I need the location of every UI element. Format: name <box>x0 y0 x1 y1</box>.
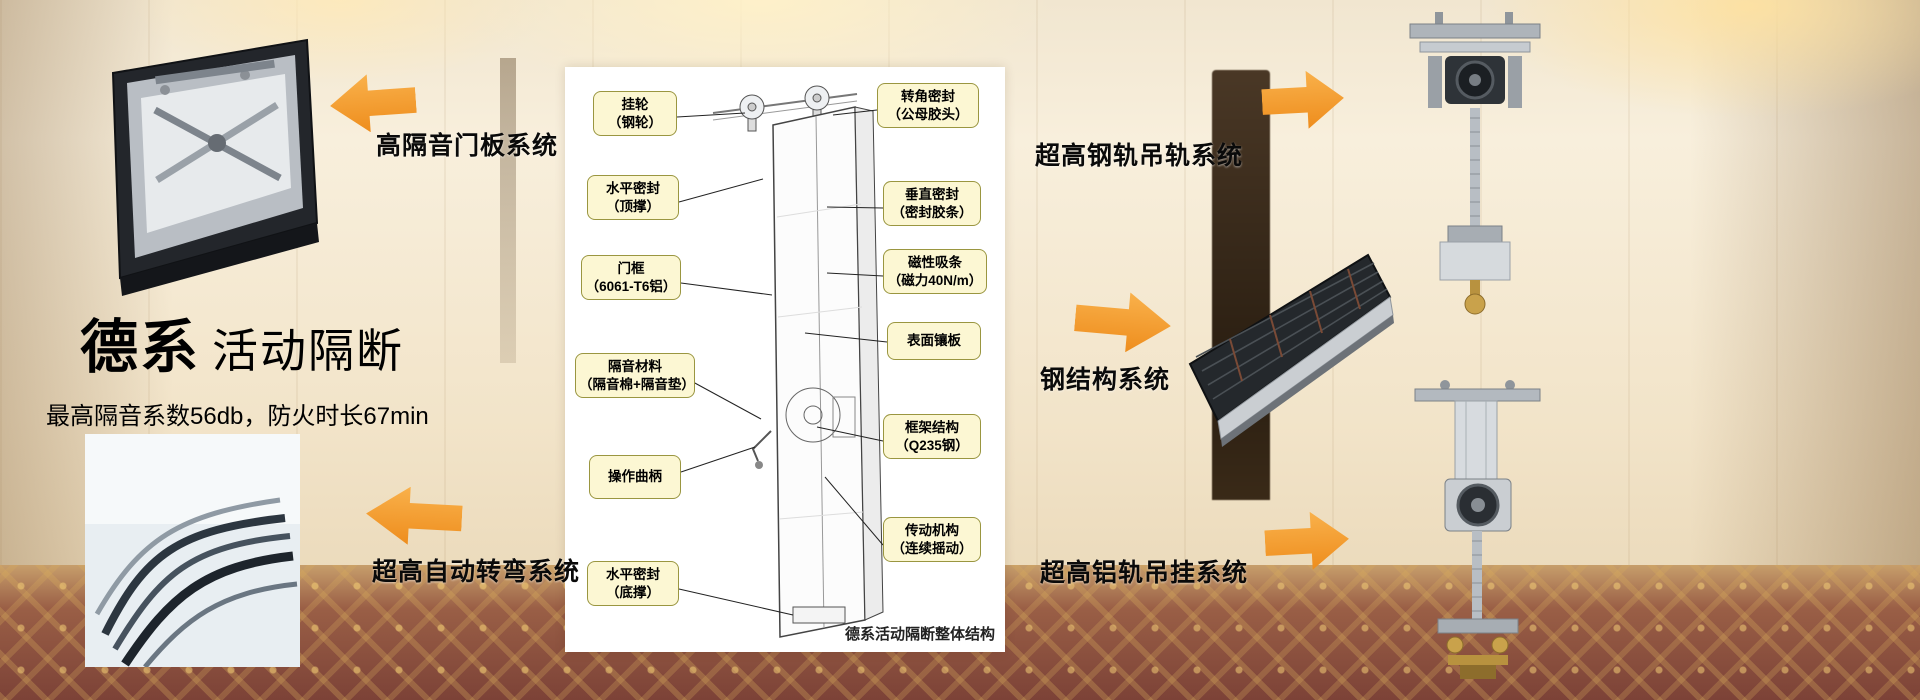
callout-vertical-seal: 垂直密封 （密封胶条） <box>883 181 981 227</box>
callout-text: 传动机构 <box>905 523 959 538</box>
callout-acoustic-material: 隔音材料 （隔音棉+隔音垫） <box>575 353 695 399</box>
door-panel-mechanism-image <box>111 38 319 296</box>
callout-top-seal: 水平密封 （顶撑） <box>587 175 679 221</box>
aluminum-profile-image <box>85 434 300 667</box>
callout-corner-seal: 转角密封 （公母胶头） <box>877 83 979 129</box>
callout-text: 表面镶板 <box>907 333 961 349</box>
callout-text: 垂直密封 <box>905 187 959 202</box>
callout-bottom-seal: 水平密封 （底撑） <box>587 561 679 607</box>
label-steel-structure-system: 钢结构系统 <box>1040 366 1171 394</box>
product-specs: 最高隔音系数56db，防火时长67min <box>46 403 429 430</box>
brand-name: 德系 <box>80 315 201 380</box>
callout-door-frame: 门框 （6061-T6铝） <box>581 255 681 301</box>
callout-subtext: （Q235钢） <box>895 437 969 453</box>
callout-surface-panel: 表面镶板 <box>887 322 981 360</box>
photo-steel-track-trolley <box>1390 12 1560 318</box>
steel-track-trolley-image <box>1409 12 1541 315</box>
callout-text: 挂轮 <box>621 97 649 112</box>
callout-text: 门框 <box>617 261 645 276</box>
label-steel-rail-system: 超高钢轨吊轨系统 <box>1035 142 1244 170</box>
diagram-panel: 挂轮 （钢轮） 水平密封 （顶撑） 门框 （6061-T6铝） 隔音材料 （隔音… <box>565 67 1005 652</box>
callout-text: 操作曲柄 <box>608 469 662 485</box>
aluminum-track-hanger-image <box>1414 380 1541 679</box>
callout-crank-handle: 操作曲柄 <box>589 455 681 499</box>
steel-structure-image <box>1188 253 1394 447</box>
callout-subtext: （6061-T6铝） <box>585 278 677 294</box>
callout-magnetic-strip: 磁性吸条 （磁力40N/m） <box>883 249 987 295</box>
callout-subtext: （连续摇动） <box>891 540 973 556</box>
callout-text: 转角密封 <box>901 89 955 104</box>
callout-text: 水平密封 <box>606 567 660 582</box>
callout-frame-structure: 框架结构 （Q235钢） <box>883 414 981 460</box>
callout-subtext: （公母胶头） <box>887 106 969 122</box>
label-door-panel-system: 高隔音门板系统 <box>376 132 559 160</box>
callout-text: 磁性吸条 <box>908 255 962 270</box>
product-name: 活动隔断 <box>212 325 405 377</box>
callout-drive-mechanism: 传动机构 （连续摇动） <box>883 517 981 563</box>
diagram-caption: 德系活动隔断整体结构 <box>844 626 995 643</box>
wall-partition-slit <box>500 58 516 363</box>
photo-door-panel-mechanism <box>95 28 330 298</box>
partition-structure-drawing <box>676 85 888 638</box>
callout-subtext: （密封胶条） <box>891 204 973 220</box>
callout-subtext: （底撑） <box>606 584 660 600</box>
callout-text: 框架结构 <box>905 420 959 435</box>
label-auto-turn-system: 超高自动转弯系统 <box>372 558 581 586</box>
photo-aluminum-profile <box>85 434 300 667</box>
callout-subtext: （钢轮） <box>608 114 662 130</box>
callout-hang-wheel: 挂轮 （钢轮） <box>593 91 677 137</box>
callout-subtext: （磁力40N/m） <box>887 272 983 288</box>
callout-text: 水平密封 <box>606 181 660 196</box>
photo-steel-structure <box>1180 239 1395 453</box>
callout-text: 隔音材料 <box>608 359 662 374</box>
page-title: 德系 活动隔断 <box>46 300 466 384</box>
callout-subtext: （顶撑） <box>606 198 660 214</box>
label-aluminum-rail-system: 超高铝轨吊挂系统 <box>1040 559 1249 587</box>
hero-block: 德系 活动隔断 最高隔音系数56db，防火时长67min <box>46 300 466 431</box>
photo-aluminum-track-hanger <box>1400 379 1555 685</box>
callout-subtext: （隔音棉+隔音垫） <box>579 376 695 392</box>
